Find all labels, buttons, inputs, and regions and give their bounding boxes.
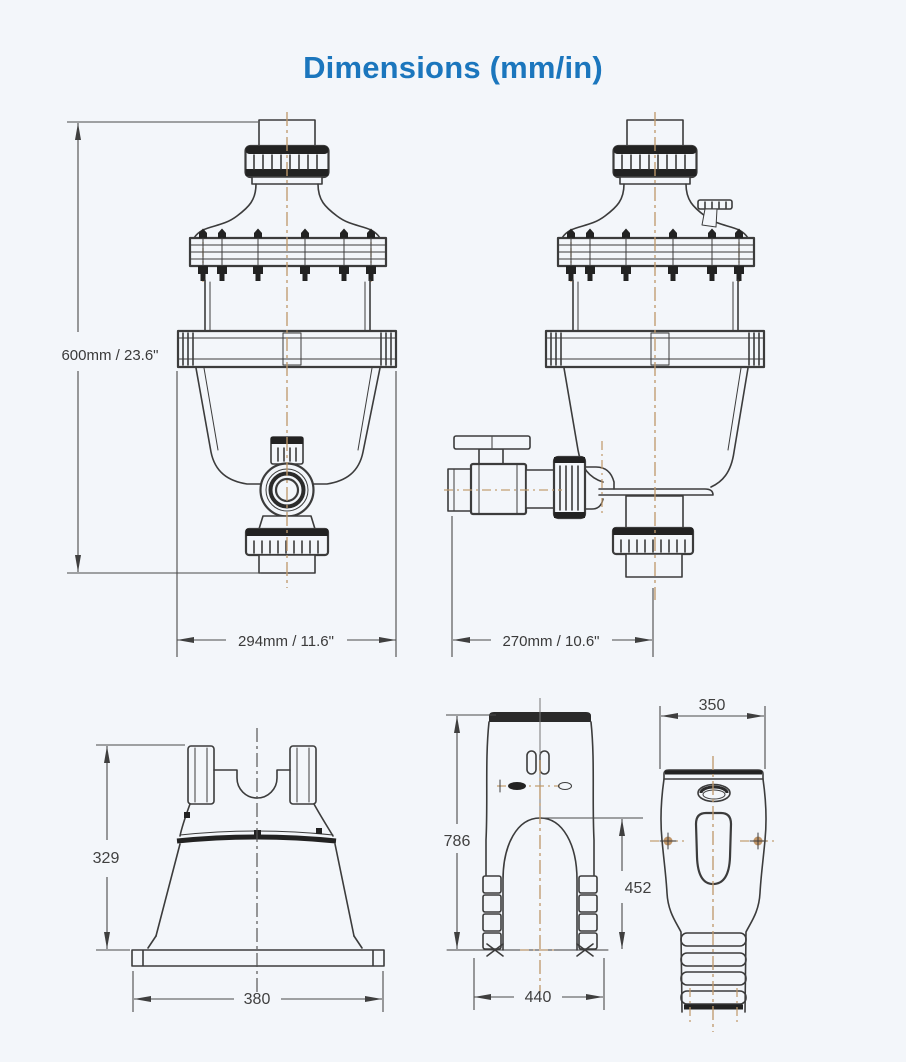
bracket-leg-ribs: [482, 875, 598, 950]
stand-side-view: [131, 728, 385, 995]
bracket-outline: [744, 778, 767, 1013]
width-dimension-label: 440: [525, 989, 552, 1006]
base-slab: [131, 949, 385, 967]
stand-side: [334, 843, 355, 937]
inner-height-dimension-label: 452: [625, 880, 652, 897]
mount-hole-cross: [659, 832, 677, 850]
bowl-inner-line: [727, 367, 742, 451]
bracket-front-view: [650, 756, 776, 1032]
stand-saddle: [213, 769, 291, 799]
dim-width-380: 380: [132, 971, 384, 1012]
height-dimension-label: 600mm / 23.6": [61, 347, 158, 364]
foot-cross: [486, 943, 504, 957]
filter-bowl: [710, 367, 749, 488]
stand-nub: [316, 828, 322, 834]
bracket-outline: [660, 778, 683, 1013]
bowl-bottom-plate: [598, 488, 714, 496]
air-release-fitting: [697, 199, 733, 228]
ball-valve: [447, 435, 587, 520]
base-flare: [147, 935, 363, 949]
stand-nub: [184, 812, 190, 818]
dim-height-786: 786: [444, 714, 496, 949]
dim-width-270: 270mm / 10.6": [451, 516, 654, 657]
filter-side-view: [444, 112, 764, 600]
handle-slot-inner: [702, 789, 726, 800]
stand-shoulder: [179, 803, 191, 837]
width-dimension-label: 380: [244, 991, 271, 1008]
bracket-slot: [526, 750, 537, 775]
dim-width-350: 350: [659, 697, 766, 769]
stand-side: [155, 843, 181, 937]
dim-width-440: 440: [473, 958, 605, 1010]
width-dimension-label: 294mm / 11.6": [238, 633, 334, 650]
page-title: Dimensions (mm/in): [303, 50, 603, 85]
stand-prong: [187, 745, 215, 805]
bowl-inner-line: [357, 367, 373, 451]
elbow: [583, 466, 615, 490]
elbow: [583, 498, 604, 510]
bracket-side: [590, 721, 595, 876]
dim-height-600: 600mm / 23.6": [61, 121, 261, 574]
bracket-side: [485, 721, 490, 876]
width-dimension-label: 350: [699, 697, 726, 714]
handle-slot-lip: [699, 785, 729, 794]
stand-shoulder: [313, 803, 334, 837]
keyhole-cutout: [694, 811, 733, 886]
foot-cross: [576, 943, 594, 957]
bowl-inner-line: [203, 367, 219, 451]
dim-width-294: 294mm / 11.6": [176, 371, 397, 657]
bracket-top-bar: [663, 769, 764, 780]
bottom-outlet: [611, 495, 695, 578]
bracket-slot: [539, 750, 550, 775]
height-dimension-label: 329: [93, 850, 120, 867]
marker-dot: [508, 782, 526, 790]
handle-slot: [697, 783, 731, 803]
dim-height-452: 452: [542, 817, 652, 949]
filter-front-view: [178, 112, 396, 588]
mount-hole-cross: [749, 832, 767, 850]
height-dimension-label: 786: [444, 833, 471, 850]
marker-ring: [558, 782, 572, 790]
bracket-arch-view: [446, 698, 609, 992]
dim-height-329: 329: [93, 744, 185, 951]
stand-prong: [289, 745, 317, 805]
width-dimension-label: 270mm / 10.6": [502, 633, 599, 650]
